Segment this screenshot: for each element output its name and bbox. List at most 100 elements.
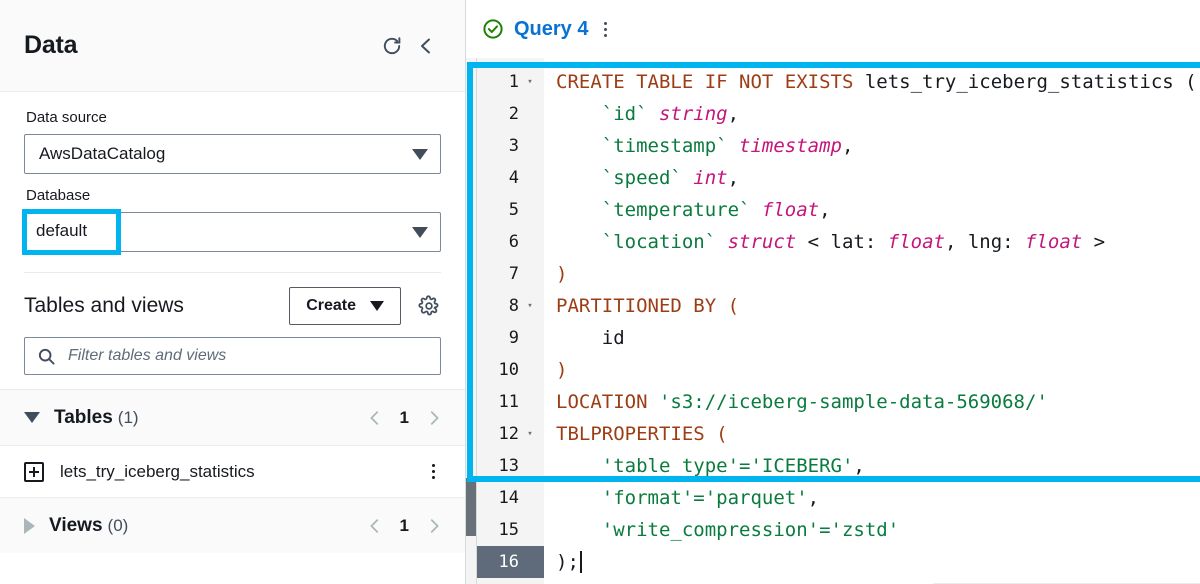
- line-number-7: 7▾: [508, 264, 519, 284]
- line-number-13: 13▾: [498, 456, 519, 476]
- code-content[interactable]: CREATE TABLE IF NOT EXISTS lets_try_iceb…: [544, 58, 1200, 584]
- code-line-1: CREATE TABLE IF NOT EXISTS lets_try_iceb…: [556, 66, 1200, 98]
- tables-and-views-title: Tables and views: [24, 294, 184, 317]
- line-number-14: 14▾: [498, 488, 519, 508]
- code-token: timestamp: [739, 135, 842, 157]
- fold-triangle-icon[interactable]: ▾: [527, 429, 533, 439]
- gear-icon[interactable]: [415, 292, 443, 320]
- code-token: ,: [853, 455, 865, 477]
- search-icon: [37, 347, 56, 366]
- filter-placeholder: Filter tables and views: [68, 347, 227, 364]
- tables-and-views-header: Tables and views Create: [0, 273, 465, 337]
- page-number-tables: 1: [399, 407, 409, 427]
- collapse-panel-chevron-left-icon[interactable]: [409, 29, 443, 63]
- code-token: ,: [727, 103, 740, 125]
- create-button-label: Create: [306, 297, 356, 314]
- table-name: lets_try_iceberg_statistics: [60, 461, 255, 481]
- code-line-13: 'table_type'='ICEBERG',: [556, 450, 1200, 482]
- database-value-underlay: default: [39, 221, 412, 243]
- triangle-down-icon: [24, 412, 40, 423]
- group-count-tables: (1): [117, 407, 139, 427]
- code-token: < lat:: [796, 231, 888, 253]
- code-line-15: 'write_compression'='zstd': [556, 514, 1200, 546]
- editor-vertical-scrollbar[interactable]: [466, 58, 477, 584]
- line-number-8: 8▾: [466, 290, 544, 322]
- kebab-menu-icon[interactable]: [600, 19, 611, 40]
- code-token: ): [556, 359, 568, 381]
- code-token: );: [556, 551, 579, 573]
- data-source-value: AwsDataCatalog: [39, 144, 166, 163]
- code-token: ,: [807, 487, 820, 509]
- database-row: default default: [22, 209, 441, 255]
- code-token: 'table_type'='ICEBERG': [556, 455, 854, 477]
- line-number-2: 2▾: [508, 104, 519, 124]
- group-header-tables[interactable]: Tables (1) 1: [0, 389, 465, 445]
- filter-tables-input[interactable]: Filter tables and views: [24, 337, 441, 375]
- code-line-10: ): [556, 354, 1200, 386]
- code-token: 'format'='parquet': [556, 487, 808, 509]
- code-token: ,: [727, 167, 740, 189]
- triangle-right-icon: [24, 517, 35, 534]
- group-header-views[interactable]: Views (0) 1: [0, 497, 465, 553]
- code-token: `id`: [556, 103, 659, 125]
- group-label-views: Views: [49, 514, 103, 536]
- caret-down-icon: [412, 148, 428, 160]
- code-token: , lng:: [944, 231, 1026, 253]
- code-token: ,: [819, 199, 831, 221]
- page-title: Data: [24, 31, 78, 59]
- code-token: `location`: [556, 231, 728, 253]
- code-line-8: PARTITIONED BY (: [556, 290, 1200, 322]
- chevron-left-icon[interactable]: [366, 409, 384, 427]
- code-token: CREATE TABLE IF NOT EXISTS: [556, 71, 865, 93]
- database-label: Database: [26, 187, 91, 204]
- code-line-6: `location` struct < lat: float, lng: flo…: [556, 226, 1200, 258]
- code-token: float: [887, 231, 945, 253]
- caret-down-icon: [370, 301, 384, 311]
- code-line-11: LOCATION 's3://iceberg-sample-data-56906…: [556, 386, 1200, 418]
- kebab-menu-icon[interactable]: [428, 460, 439, 483]
- page-number-views: 1: [399, 515, 409, 535]
- fold-triangle-icon[interactable]: ▾: [527, 301, 533, 311]
- pagination-views: 1: [366, 516, 443, 536]
- line-number-12: 12▾: [466, 418, 544, 450]
- code-token: LOCATION: [556, 391, 659, 413]
- code-token: ): [556, 263, 568, 285]
- database-select[interactable]: default: [24, 212, 441, 252]
- line-number-10: 10▾: [498, 360, 519, 380]
- line-number-5: 5▾: [508, 200, 519, 220]
- fold-triangle-icon[interactable]: ▾: [527, 77, 533, 87]
- code-line-14: 'format'='parquet',: [556, 482, 1200, 514]
- data-sidebar: Data Data source AwsDataCatalog Database: [0, 0, 466, 584]
- chevron-right-icon[interactable]: [425, 409, 443, 427]
- filter-wrapper: Filter tables and views: [0, 337, 465, 389]
- code-token: float: [761, 199, 820, 221]
- editor-scrollbar-thumb[interactable]: [466, 478, 476, 536]
- code-token: float: [1025, 231, 1083, 253]
- line-number-1: 1▾: [466, 66, 544, 98]
- group-count-views: (0): [107, 515, 129, 535]
- query-editor-panel: Query 4 1▾2▾3▾4▾5▾6▾7▾8▾9▾10▾11▾12▾13▾14…: [466, 0, 1200, 584]
- code-editor[interactable]: 1▾2▾3▾4▾5▾6▾7▾8▾9▾10▾11▾12▾13▾14▾15▾16▾ …: [466, 58, 1200, 584]
- plus-square-icon[interactable]: [24, 461, 44, 482]
- create-button[interactable]: Create: [289, 287, 401, 325]
- code-token: >: [1082, 231, 1106, 253]
- text-cursor: [579, 551, 582, 573]
- tab-query-4[interactable]: Query 4: [514, 17, 589, 40]
- pagination-tables: 1: [366, 408, 443, 428]
- chevron-right-icon[interactable]: [425, 517, 443, 535]
- chevron-left-icon[interactable]: [366, 517, 384, 535]
- code-token: PARTITIONED BY (: [556, 295, 740, 317]
- sidebar-divider: [24, 272, 441, 273]
- code-token: 'write_compression'='zstd': [556, 519, 900, 541]
- line-number-6: 6▾: [508, 232, 519, 252]
- line-number-3: 3▾: [508, 136, 519, 156]
- refresh-icon[interactable]: [375, 29, 409, 63]
- code-token: lets_try_iceberg_statistics (: [864, 71, 1197, 93]
- data-source-select[interactable]: AwsDataCatalog: [24, 134, 441, 174]
- code-line-4: `speed` int,: [556, 162, 1200, 194]
- code-token: ,: [841, 135, 854, 157]
- database-value: default: [36, 221, 88, 240]
- line-number-11: 11▾: [498, 392, 519, 412]
- code-token: `timestamp`: [556, 135, 740, 157]
- table-row[interactable]: lets_try_iceberg_statistics: [0, 445, 465, 497]
